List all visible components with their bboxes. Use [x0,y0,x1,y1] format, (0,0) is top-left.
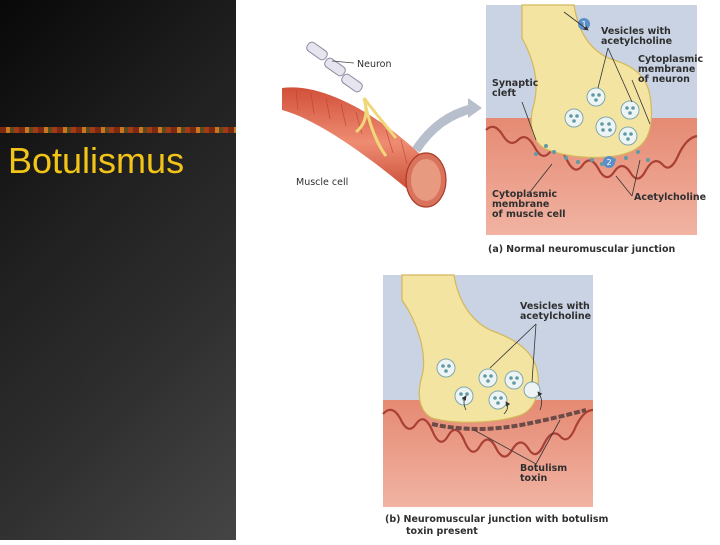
caption-a-text: Normal neuromuscular junction [506,244,675,255]
caption-b-text: Neuromuscular junction with botulism [404,514,609,525]
label-cyto-muscle-line1: Cytoplasmic [492,189,557,200]
normal-junction-panel: 1 2 Vesicles with acetylcholine Cytoplas… [485,4,706,235]
label-botulism-toxin-line1: Botulism [520,463,567,474]
slide-title: Botulismus [8,140,185,181]
toxin-junction-panel: Vesicles with acetylcholine Botulism tox… [382,274,594,507]
label-muscle-cell: Muscle cell [296,177,348,188]
caption-b-letter: (b) [385,514,400,525]
label-cyto-muscle-line3: of muscle cell [492,209,566,220]
label-vesicles-line1: Vesicles with [601,26,671,37]
label-neuron: Neuron [357,59,392,70]
label-synaptic-line1: Synaptic [492,78,538,89]
neuron-illustration [306,41,398,157]
zoom-arrow [412,103,476,153]
decorative-stripe [0,127,236,133]
caption-b-line2: toxin present [406,526,478,537]
zoom-arrow-head [468,98,482,118]
label-toxin-vesicles-line2: acetylcholine [520,311,591,322]
label-synaptic-line2: cleft [492,88,516,99]
muscle-fiber-illustration [282,87,447,208]
label-cyto-neuron-line3: of neuron [638,74,690,85]
slide-content: Neuron Muscle cell [236,0,720,540]
label-acetylcholine: Acetylcholine [634,192,706,203]
caption-a: (a) Normal neuromuscular junction [488,244,675,255]
slide-sidebar [0,0,236,540]
label-toxin-vesicles-line1: Vesicles with [520,301,590,312]
step-2-marker [603,156,615,168]
diagram-canvas: Neuron Muscle cell [282,4,706,537]
caption-a-letter: (a) [488,244,503,255]
step-1-number: 1 [581,20,586,29]
label-cyto-neuron-line1: Cytoplasmic [638,54,703,65]
caption-b-line1: (b) Neuromuscular junction with botulism [385,514,609,525]
label-vesicles-line2: acetylcholine [601,36,672,47]
neuron-leader-line [331,60,355,64]
label-botulism-toxin-line2: toxin [520,473,547,484]
label-cyto-neuron-line2: membrane [638,64,695,75]
step-2-number: 2 [606,158,611,167]
label-cyto-muscle-line2: membrane [492,199,549,210]
